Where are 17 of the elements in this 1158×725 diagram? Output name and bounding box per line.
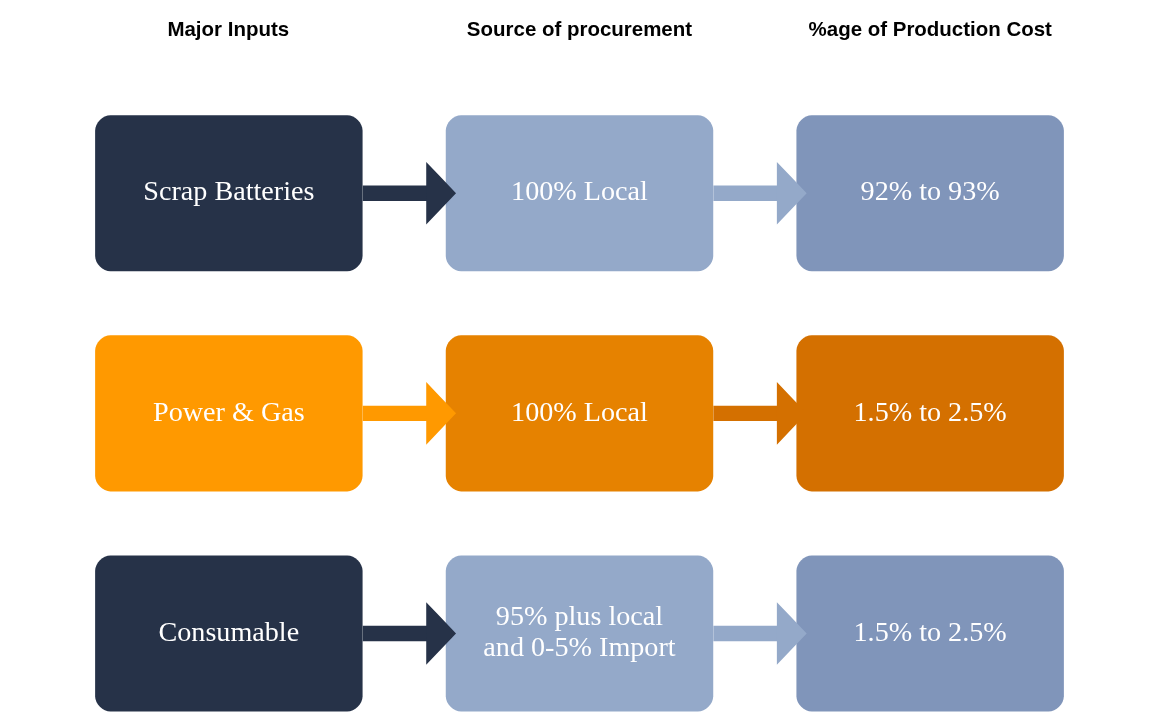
node-box: 100% Local <box>445 335 713 492</box>
arrow <box>362 161 456 225</box>
node-box: 1.5% to 2.5% <box>795 555 1064 712</box>
arrow <box>712 161 807 225</box>
node-box: 100% Local <box>445 115 713 272</box>
node-box: Power & Gas <box>94 335 363 492</box>
label: Source of procurement <box>466 16 692 40</box>
label: Major Inputs <box>166 16 289 40</box>
node-box: Consumable <box>94 555 363 712</box>
node-box: Scrap Batteries <box>94 115 363 272</box>
node-box: 95% plus local and 0-5% Import <box>445 555 713 712</box>
node-box: 92% to 93% <box>795 115 1064 272</box>
label: %age of Production Cost <box>808 16 1052 40</box>
node-box: 1.5% to 2.5% <box>795 335 1064 492</box>
arrow <box>362 602 456 665</box>
arrow <box>362 382 456 445</box>
arrow <box>712 602 807 665</box>
